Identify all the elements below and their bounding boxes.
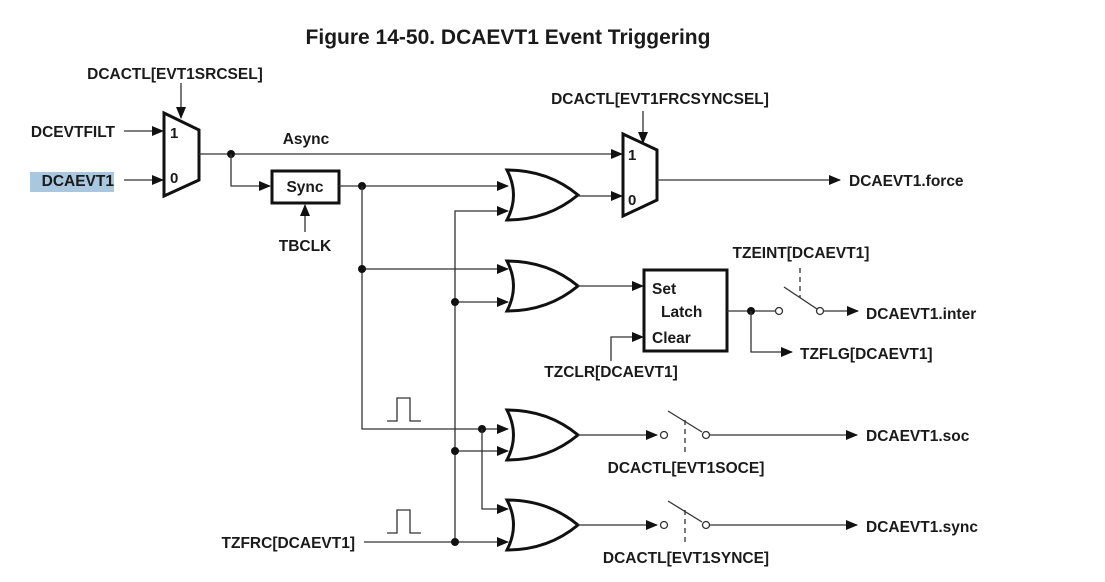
figure-title: Figure 14-50. DCAEVT1 Event Triggering xyxy=(306,26,711,49)
source-select-mux xyxy=(162,110,201,199)
tzfrc-bus-wire xyxy=(454,206,509,542)
sync-to-sync-or-wire xyxy=(481,429,509,514)
junction-dot xyxy=(451,447,459,455)
to-sync-wire xyxy=(230,154,271,191)
pulse-icon xyxy=(387,509,421,534)
mux1-input-0-label: 0 xyxy=(170,170,178,187)
tzclr-wire xyxy=(610,332,644,361)
evt1synce-label: DCACTL[EVT1SYNCE] xyxy=(603,550,769,567)
sync-output-label: DCAEVT1.sync xyxy=(866,519,978,536)
sync-bus-wire xyxy=(361,186,509,434)
tzeint-label: TZEINT[DCAEVT1] xyxy=(733,245,870,262)
or-gate-force xyxy=(504,168,581,222)
evt1frcsyncsel-label: DCACTL[EVT1FRCSYNCSEL] xyxy=(551,91,769,108)
junction-dot xyxy=(451,298,459,306)
force-sync-select-mux xyxy=(621,131,659,219)
dcevtfilt-input-label: DCEVTFILT xyxy=(31,124,116,141)
latch-clear-label: Clear xyxy=(652,330,691,347)
switch-contact xyxy=(815,306,825,316)
switch-contact xyxy=(701,430,711,440)
tzclr-input-label: TZCLR[DCAEVT1] xyxy=(544,364,677,381)
evt1srcsel-label: DCACTL[EVT1SRCSEL] xyxy=(87,66,263,83)
latch-label: Latch xyxy=(661,304,702,321)
or-gate-latch xyxy=(504,259,581,313)
mux1-input-1-label: 1 xyxy=(170,125,178,142)
or-gate-soc xyxy=(504,408,581,462)
async-label: Async xyxy=(283,131,330,148)
evt1soce-label: DCACTL[EVT1SOCE] xyxy=(608,460,765,477)
tbclk-label: TBCLK xyxy=(279,238,332,255)
switch-contact xyxy=(659,520,669,530)
mux2-input-1-label: 1 xyxy=(628,147,636,164)
switch-contact xyxy=(659,430,669,440)
junction-dot xyxy=(451,538,459,546)
latch-set-label: Set xyxy=(652,281,676,298)
dcaevt1-text-highlight xyxy=(30,172,114,192)
pulse-icon xyxy=(387,397,421,422)
switch-contact xyxy=(774,306,784,316)
tzfrc-input-label: TZFRC[DCAEVT1] xyxy=(222,535,355,552)
tzflg-output-label: TZFLG[DCAEVT1] xyxy=(800,346,933,363)
tzflg-wire xyxy=(750,311,793,357)
sync-block xyxy=(270,169,341,205)
force-output-label: DCAEVT1.force xyxy=(849,173,964,190)
sync-block-label: Sync xyxy=(286,179,323,196)
mux2-input-0-label: 0 xyxy=(628,192,636,209)
junction-dot xyxy=(358,265,366,273)
soc-output-label: DCAEVT1.soc xyxy=(866,428,970,445)
inter-output-label: DCAEVT1.inter xyxy=(866,306,976,323)
switch-contact xyxy=(701,520,711,530)
dcaevt1-input-label: DCAEVT1 xyxy=(42,173,115,190)
or-gate-sync xyxy=(504,498,581,552)
